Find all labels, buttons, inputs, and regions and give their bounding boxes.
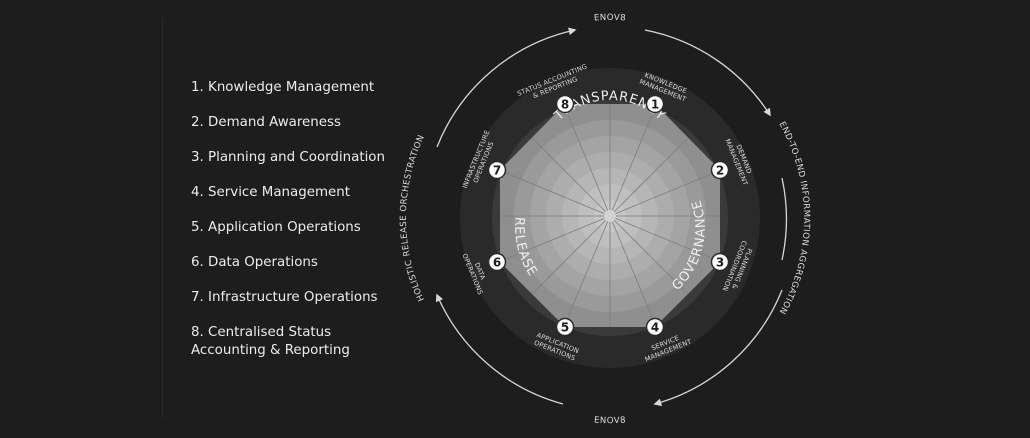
node-3: 3 (710, 252, 730, 272)
legend-item-7: 7. Infrastructure Operations (191, 290, 378, 305)
node-4: 4 (645, 317, 665, 337)
ring-arc-right (781, 177, 788, 261)
legend-item-3: 3. Planning and Coordination (191, 150, 385, 165)
node-number-4: 4 (651, 321, 659, 335)
outer-ring (435, 27, 788, 407)
node-number-7: 7 (493, 164, 501, 178)
node-number-3: 3 (716, 256, 724, 270)
legend-item-8: 8. Centralised Status Accounting & Repor… (191, 325, 350, 358)
ring-label-left: HOLISTIC RELEASE ORCHESTRATION (399, 133, 427, 302)
node-6: 6 (487, 252, 507, 272)
legend-item-1: 1. Knowledge Management (191, 80, 375, 95)
left-divider (162, 18, 163, 418)
node-number-5: 5 (561, 321, 569, 335)
ring-arc-right-top (644, 29, 771, 117)
node-1: 1 (645, 94, 665, 114)
legend-item-2: 2. Demand Awareness (191, 115, 341, 130)
node-8: 8 (555, 94, 575, 114)
ring-label-right: END-TO-END INFORMATION AGGREGATION (777, 120, 811, 316)
legend-item-4: 4. Service Management (191, 185, 350, 200)
svg-text:ENOV8: ENOV8 (594, 13, 627, 24)
ring-arc-bottom-right (653, 289, 783, 407)
node-number-1: 1 (651, 98, 659, 112)
octagon-radar (500, 104, 720, 327)
legend-item-6: 6. Data Operations (191, 255, 318, 270)
legend-item-5: 5. Application Operations (191, 220, 361, 235)
ring-arc-bottom-left (435, 293, 564, 405)
svg-text:END-TO-END INFORMATION AGGREGA: END-TO-END INFORMATION AGGREGATION (777, 120, 812, 316)
node-number-6: 6 (493, 256, 501, 270)
ring-label-bottom: ENOV8 (594, 416, 626, 427)
svg-text:HOLISTIC RELEASE ORCHESTRATION: HOLISTIC RELEASE ORCHESTRATION (399, 133, 427, 302)
ring-arc-top (436, 27, 577, 148)
ring-label-top: ENOV8 (594, 13, 626, 24)
svg-text:ENOV8: ENOV8 (594, 416, 627, 427)
node-7: 7 (487, 160, 507, 180)
radar-center (604, 210, 616, 222)
node-number-8: 8 (561, 98, 569, 112)
radar-spokes (500, 104, 720, 327)
capability-legend: 1. Knowledge Management 2. Demand Awaren… (191, 79, 406, 377)
node-2: 2 (710, 160, 730, 180)
node-number-2: 2 (716, 164, 724, 178)
node-5: 5 (555, 317, 575, 337)
